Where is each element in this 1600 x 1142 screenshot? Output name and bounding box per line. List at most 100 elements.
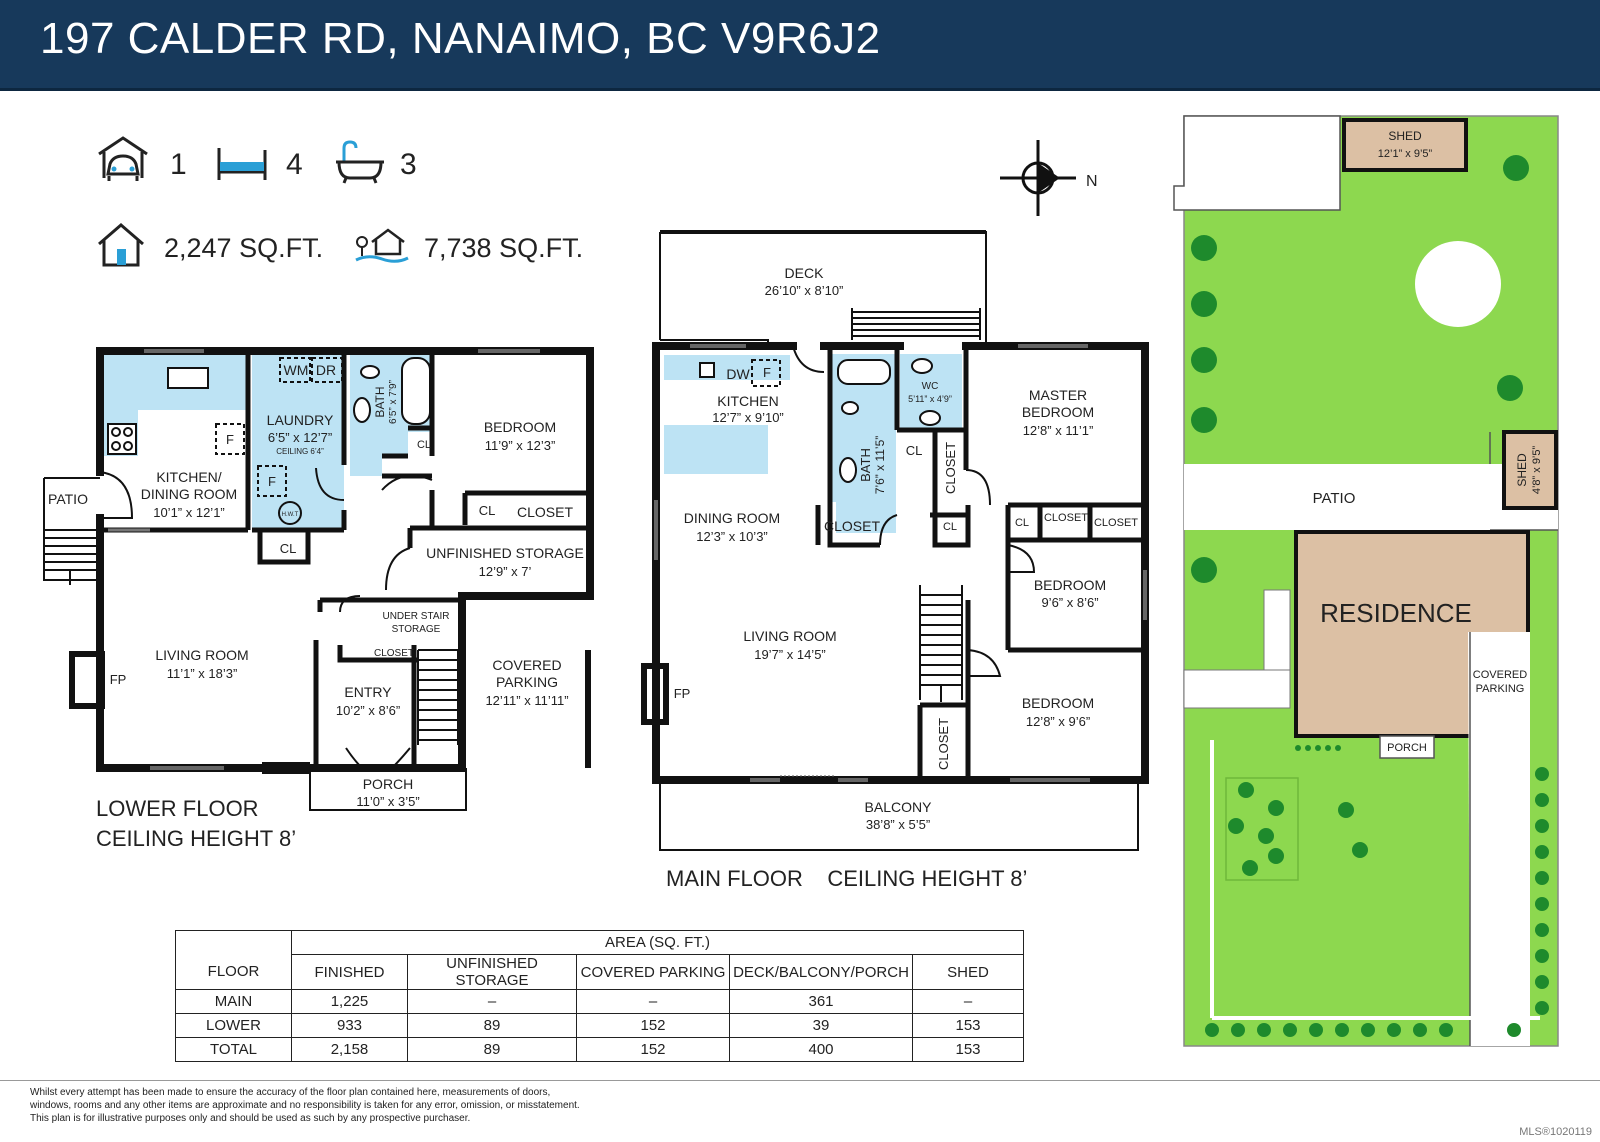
lower-floor-caption-1: LOWER FLOOR bbox=[96, 796, 259, 821]
footer-divider bbox=[0, 1080, 1600, 1081]
unfinished-storage-label: UNFINISHED STORAGE bbox=[426, 545, 584, 561]
lot-size-icon bbox=[355, 228, 409, 263]
lower-bath-label: BATH bbox=[373, 386, 387, 417]
dryer-label: DR bbox=[316, 362, 336, 378]
bedroom-3-label: BEDROOM bbox=[1022, 695, 1094, 711]
compass-north-label: N bbox=[1086, 173, 1098, 190]
main-bath-dim: 7’6” x 11’5” bbox=[873, 436, 887, 494]
area-table-corner bbox=[175, 930, 292, 955]
balcony-dim: 38’8” x 5’5” bbox=[866, 817, 930, 832]
area-cell: – bbox=[407, 989, 577, 1014]
area-table: AREA (SQ. FT.) FLOOR FINISHED UNFINISHED… bbox=[175, 930, 1024, 1062]
area-header-unfinished: UNFINISHED STORAGE bbox=[407, 954, 577, 990]
area-header-finished: FINISHED bbox=[291, 954, 408, 990]
main-living-label: LIVING ROOM bbox=[743, 628, 836, 644]
main-kitchen-island bbox=[664, 425, 768, 474]
area-cell: 153 bbox=[912, 1013, 1024, 1038]
main-floor-plan: DECK 26’10” x 8’10” DW F KITCHEN 12’7” x… bbox=[641, 230, 1149, 851]
covered-parking-label-2: PARKING bbox=[496, 674, 558, 690]
area-header-deck: DECK/BALCONY/PORCH bbox=[729, 954, 913, 990]
area-row-main: MAIN 1,225 – – 361 – bbox=[175, 989, 1024, 1014]
unfinished-storage-dim: 12’9” x 7’ bbox=[479, 564, 532, 579]
lower-bedroom-dim: 11’9” x 12’3” bbox=[485, 438, 556, 453]
house-icon bbox=[98, 223, 144, 267]
mls-number: MLS®1020119 bbox=[1519, 1126, 1592, 1138]
site-porch bbox=[1379, 735, 1435, 759]
bedroom-3-dim: 12’8” x 9’6” bbox=[1026, 714, 1090, 729]
under-stair-label-1: UNDER STAIR bbox=[382, 611, 449, 622]
area-header-floor: FLOOR bbox=[175, 954, 292, 990]
main-bath-label: BATH bbox=[858, 448, 873, 482]
area-cell: 400 bbox=[729, 1037, 913, 1062]
wc-dim: 5’11” x 4’9” bbox=[908, 394, 952, 404]
deck-dim: 26’10” x 8’10” bbox=[765, 283, 844, 298]
lot-area: 7,738 SQ.FT. bbox=[424, 233, 584, 263]
shed-2-label: SHED bbox=[1515, 453, 1529, 487]
header-banner: 197 CALDER RD, NANAIMO, BC V9R6J2 bbox=[0, 0, 1600, 91]
lower-kitchen-counter bbox=[102, 355, 248, 456]
area-cell: MAIN bbox=[175, 989, 292, 1014]
area-cell: 152 bbox=[576, 1037, 730, 1062]
site-covered-label-2: PARKING bbox=[1476, 683, 1525, 695]
main-kitchen-label: KITCHEN bbox=[717, 393, 778, 409]
main-floor-caption: MAIN FLOOR CEILING HEIGHT 8’ bbox=[666, 866, 1028, 891]
lower-kitchen-label-1: KITCHEN/ bbox=[156, 469, 221, 485]
shed-2-dim: 4’8” x 9’5” bbox=[1531, 446, 1543, 495]
site-covered-label-1: COVERED bbox=[1473, 669, 1527, 681]
entry-dim: 10’2” x 8’6” bbox=[336, 703, 400, 718]
site-porch-label: PORCH bbox=[1387, 742, 1427, 754]
balcony-label: BALCONY bbox=[865, 799, 933, 815]
area-cell: LOWER bbox=[175, 1013, 292, 1038]
dining-label: DINING ROOM bbox=[684, 510, 780, 526]
main-closet-label-3: CLOSET bbox=[1094, 517, 1138, 529]
main-kitchen-counter bbox=[664, 355, 790, 380]
master-dim: 12’8” x 11’1” bbox=[1023, 423, 1094, 438]
compass-icon: N bbox=[1000, 140, 1098, 216]
laundry-dim: 6’5” x 12’7” bbox=[268, 430, 332, 445]
residence-label: RESIDENCE bbox=[1320, 598, 1472, 628]
disclaimer-line: This plan is for illustrative purposes o… bbox=[30, 1113, 471, 1124]
wc-label: WC bbox=[922, 381, 939, 392]
washer-label: WM bbox=[284, 362, 309, 378]
site-circle bbox=[1415, 241, 1501, 327]
main-cl-3: CL bbox=[1015, 517, 1029, 529]
garage-icon bbox=[98, 136, 148, 181]
bed-icon bbox=[217, 148, 267, 180]
main-freezer-label: F bbox=[763, 365, 771, 380]
lower-bath-dim: 6’5” x 7’9” bbox=[388, 380, 399, 424]
lower-freezer-label-1: F bbox=[226, 432, 234, 447]
site-patio-label: PATIO bbox=[1313, 490, 1356, 507]
main-bath-area-2 bbox=[836, 420, 896, 533]
main-kitchen-dim: 12’7” x 9’10” bbox=[712, 410, 784, 425]
lower-kitchen-label-2: DINING ROOM bbox=[141, 486, 237, 502]
entry-label: ENTRY bbox=[344, 684, 392, 700]
bath-count: 3 bbox=[400, 148, 417, 181]
area-cell: 89 bbox=[407, 1037, 577, 1062]
lower-living-dim: 11’1” x 18’3” bbox=[167, 666, 238, 681]
main-cl-2: CL bbox=[943, 521, 957, 533]
area-header-covered: COVERED PARKING bbox=[576, 954, 730, 990]
master-label-2: BEDROOM bbox=[1022, 404, 1094, 420]
area-cell: – bbox=[912, 989, 1024, 1014]
lower-floor-plan: PATIO KITCHEN/ DINING ROOM 10’1” x 12’1”… bbox=[43, 347, 594, 811]
lower-porch-label: PORCH bbox=[363, 776, 414, 792]
laundry-ceiling: CEILING 6’4” bbox=[276, 447, 324, 456]
bathtub-icon bbox=[336, 140, 384, 184]
lower-closet-label: CLOSET bbox=[517, 504, 573, 520]
lower-cl-1: CL bbox=[417, 439, 431, 451]
main-fireplace-label: FP bbox=[674, 686, 691, 701]
lower-fireplace-label: FP bbox=[110, 672, 127, 687]
main-bath-area bbox=[830, 354, 898, 502]
area-row-total: TOTAL 2,158 89 152 400 153 bbox=[175, 1037, 1024, 1062]
area-cell: TOTAL bbox=[175, 1037, 292, 1062]
area-cell: 89 bbox=[407, 1013, 577, 1038]
main-closet-vertical-2: CLOSET bbox=[936, 718, 951, 770]
area-cell: 152 bbox=[576, 1013, 730, 1038]
covered-parking-label-1: COVERED bbox=[492, 657, 561, 673]
area-cell: – bbox=[576, 989, 730, 1014]
area-cell: 361 bbox=[729, 989, 913, 1014]
lower-porch-dim: 11’0” x 3’5” bbox=[356, 794, 419, 809]
area-cell: 39 bbox=[729, 1013, 913, 1038]
dishwasher-label: DW bbox=[726, 366, 750, 382]
